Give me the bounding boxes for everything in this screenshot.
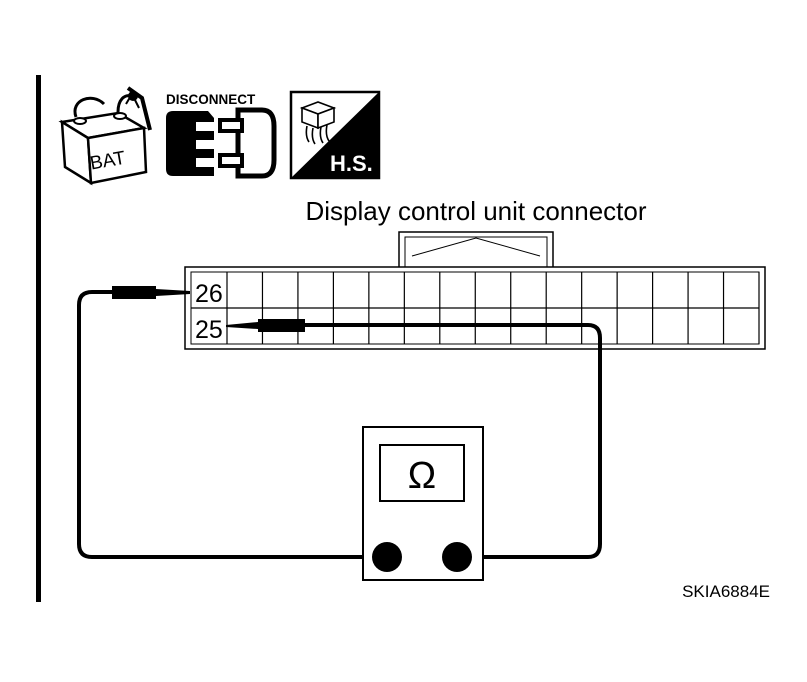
- harness-side-icon: H.S.: [289, 90, 381, 180]
- ohmmeter-terminal-left: [372, 542, 402, 572]
- ohm-symbol: Ω: [408, 455, 436, 497]
- disconnect-label: DISCONNECT: [166, 92, 256, 107]
- disconnect-icon: DISCONNECT: [166, 92, 277, 179]
- harness-connector-sketch: [299, 101, 337, 145]
- probe-lead-pin-26: [77, 286, 372, 559]
- ohmmeter-terminal-right: [442, 542, 472, 572]
- probe-lead-pin-25: [226, 319, 602, 559]
- ohmmeter-display: [379, 444, 465, 502]
- harness-side-label: H.S.: [330, 151, 373, 176]
- pin-number-26: 26: [195, 280, 223, 308]
- connector-title: Display control unit connector: [305, 196, 646, 226]
- pin-number-25: 25: [195, 316, 223, 344]
- figure-id: SKIA6884E: [682, 582, 770, 601]
- battery-icon: BAT: [58, 86, 152, 186]
- left-margin-bar: [36, 75, 41, 602]
- ohmmeter: Ω: [362, 426, 484, 581]
